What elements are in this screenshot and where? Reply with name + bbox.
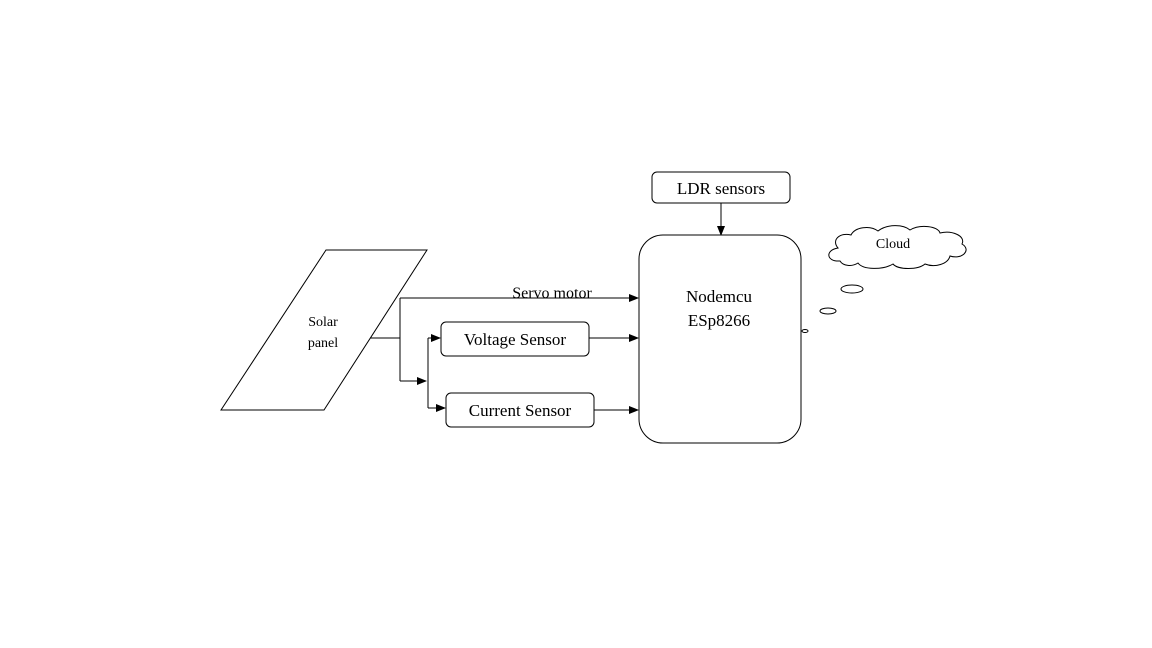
cloud: Cloud — [828, 225, 967, 269]
voltage-sensor-box — [440, 321, 590, 357]
ldr-sensors-label: LDR sensors — [677, 179, 765, 198]
current-sensor: Current Sensor — [445, 392, 595, 428]
cloud-bubble-trail — [801, 284, 864, 333]
servo-motor-label: Servo motor — [512, 285, 592, 302]
cloud-label: Cloud — [876, 237, 910, 252]
solar-panel-connectors — [370, 294, 639, 412]
solar-panel-label-line2: panel — [308, 336, 338, 351]
current-sensor-label: Current Sensor — [469, 401, 572, 420]
solar-panel-label-line1: Solar — [308, 315, 338, 330]
nodemcu-controller: Nodemcu ESp8266 — [638, 234, 802, 444]
bubble-medium — [819, 307, 837, 315]
solar-panel: Solar panel — [220, 249, 428, 411]
nodemcu-label-line1: Nodemcu — [686, 287, 753, 306]
nodemcu-label-line2: ESp8266 — [688, 311, 750, 330]
voltage-sensor: Voltage Sensor — [440, 321, 590, 357]
nodemcu-box — [638, 234, 802, 444]
cloud-icon — [828, 225, 967, 269]
ldr-sensors: LDR sensors — [651, 171, 791, 204]
bubble-small — [801, 329, 809, 333]
solar-panel-shape — [220, 249, 428, 411]
voltage-sensor-label: Voltage Sensor — [464, 330, 566, 349]
bubble-large — [840, 284, 864, 294]
